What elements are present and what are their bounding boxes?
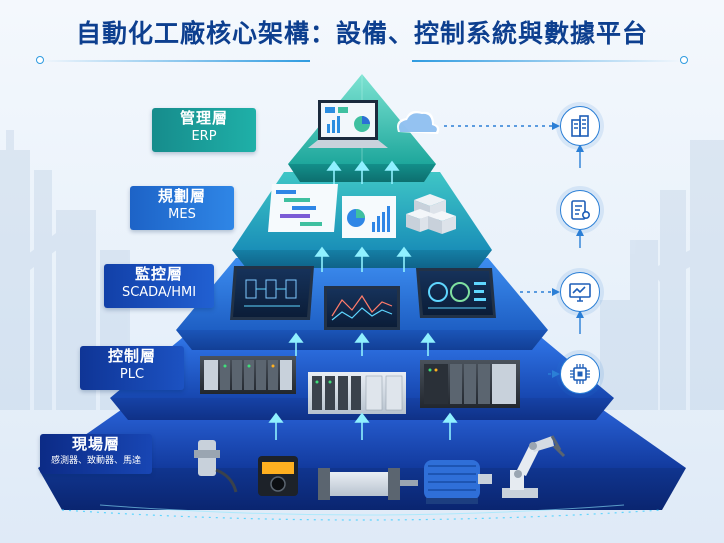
factory-bg-left bbox=[0, 130, 130, 410]
layer-label-erp-sub: ERP bbox=[191, 129, 217, 144]
layer-label-field: 現場層 感測器、致動器、馬達 bbox=[40, 434, 152, 474]
scada-screen-3 bbox=[416, 268, 496, 318]
robot-arm-icon bbox=[502, 435, 566, 498]
layer-label-field-sub: 感測器、致動器、馬達 bbox=[50, 456, 141, 466]
layer-label-plc-name: 控制層 bbox=[107, 347, 156, 365]
layer-label-mes: 規劃層 MES bbox=[130, 186, 234, 230]
building-icon bbox=[560, 106, 600, 146]
monitor-chart-icon bbox=[560, 272, 600, 312]
boxes-icon bbox=[406, 194, 456, 234]
scada-screen-2 bbox=[324, 286, 400, 330]
chip-icon bbox=[560, 354, 600, 394]
title-decor-line-right bbox=[412, 60, 682, 62]
layer-label-erp-name: 管理層 bbox=[179, 109, 228, 127]
factory-bg-right bbox=[600, 140, 724, 410]
plc-rack-3 bbox=[420, 360, 520, 408]
layer-label-scada-sub: SCADA/HMI bbox=[121, 285, 197, 300]
plc-rack-2 bbox=[308, 372, 406, 414]
title-decor-line-left bbox=[40, 60, 310, 62]
side-connectors bbox=[444, 122, 584, 378]
plc-rack-1 bbox=[200, 356, 296, 394]
mes-chart-card bbox=[342, 196, 396, 238]
scada-screen-1 bbox=[230, 266, 314, 320]
pneumatic-cylinder-icon bbox=[318, 468, 418, 500]
title-decor-dot-right bbox=[680, 56, 688, 64]
layer-label-scada: 監控層 SCADA/HMI bbox=[104, 264, 214, 308]
layer-label-erp: 管理層 ERP bbox=[152, 108, 256, 152]
layer-label-field-name: 現場層 bbox=[71, 435, 120, 453]
mes-gantt-board bbox=[268, 184, 338, 232]
laptop-icon bbox=[308, 100, 388, 148]
title-decor-dot-left bbox=[36, 56, 44, 64]
photoelectric-sensor-icon bbox=[258, 456, 298, 496]
layer-label-mes-sub: MES bbox=[168, 207, 196, 222]
layer-label-plc-sub: PLC bbox=[119, 367, 145, 382]
cloud-icon bbox=[397, 110, 440, 134]
clipboard-gear-icon bbox=[560, 190, 600, 230]
layer-label-scada-name: 監控層 bbox=[134, 265, 183, 283]
electric-motor-icon bbox=[424, 460, 492, 504]
proximity-sensor-icon bbox=[194, 440, 238, 493]
flow-arrows bbox=[268, 160, 458, 440]
layer-label-plc: 控制層 PLC bbox=[80, 346, 184, 390]
layer-label-mes-name: 規劃層 bbox=[157, 187, 206, 205]
page-title: 自動化工廠核心架構：設備、控制系統與數據平台 bbox=[75, 19, 648, 48]
